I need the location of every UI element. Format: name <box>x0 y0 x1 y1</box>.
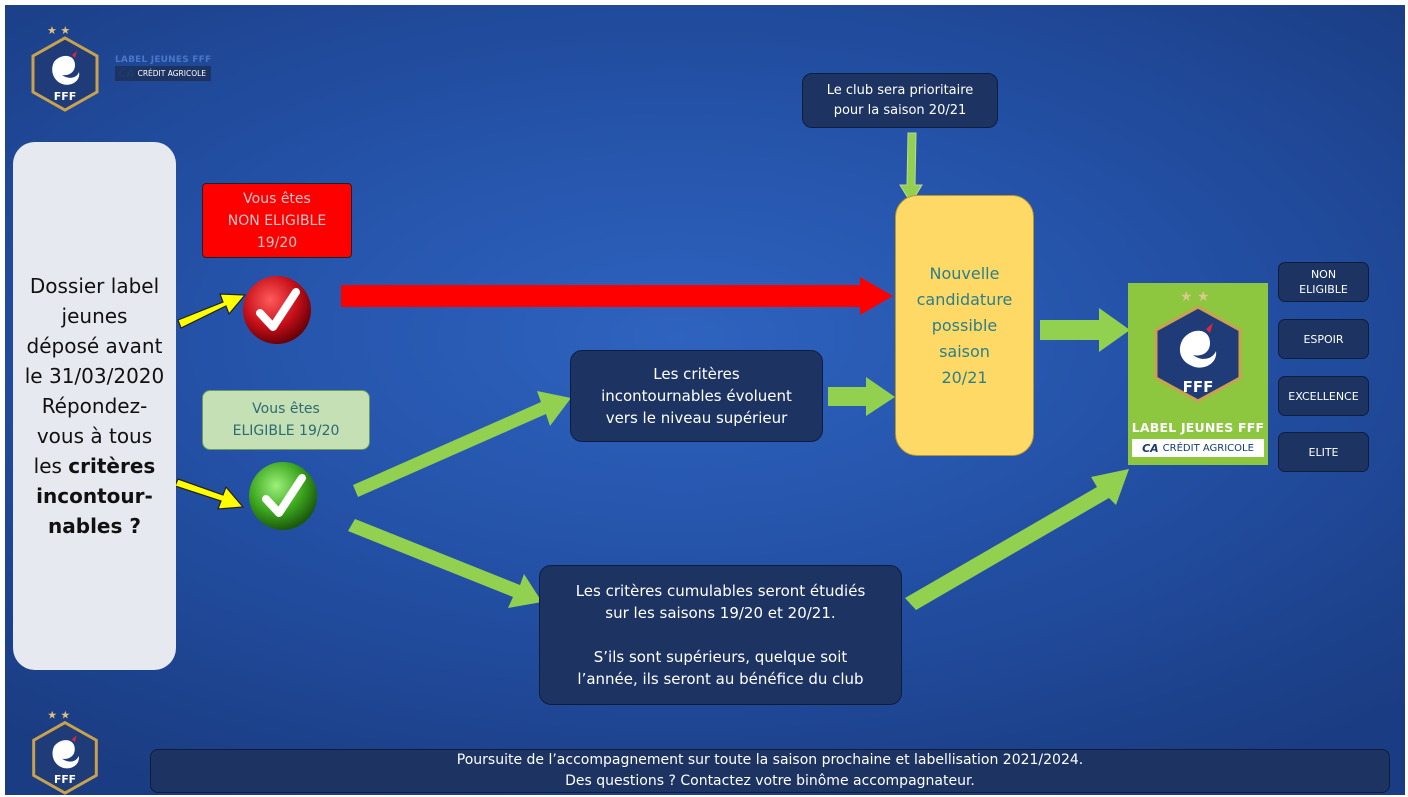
svg-text:★ ★: ★ ★ <box>47 24 70 37</box>
green-arrow-label <box>1040 308 1130 352</box>
yellow-arrow-top <box>177 293 247 329</box>
eligible-box: Vous êtes ELIGIBLE 19/20 <box>202 390 370 450</box>
red-check-icon <box>243 276 311 344</box>
label-jeunes-logo: LABEL JEUNES FFF CA CRÉDIT AGRICOLE <box>115 55 212 81</box>
footer-banner: Poursuite de l’accompagnement sur toute … <box>150 749 1390 793</box>
ca-logo-icon: CA <box>1142 441 1159 455</box>
flow-arrows <box>174 132 1130 610</box>
credit-agricole-strip: CA CRÉDIT AGRICOLE <box>115 66 212 81</box>
club-priority-box: Le club sera prioritaire pour la saison … <box>802 73 998 128</box>
fff-logo-top-icon: ★ ★ FFF <box>31 24 99 112</box>
slide: ★ ★ FFF LABEL JEUNES FFF CA CRÉDIT AGRIC… <box>5 5 1405 795</box>
yellow-arrow-bottom <box>174 478 245 510</box>
green-arrow-club <box>899 132 923 204</box>
svg-text:★ ★: ★ ★ <box>47 709 70 722</box>
svg-text:FFF: FFF <box>54 90 77 103</box>
dossier-text-bold: critères incontour-nables ? <box>36 454 156 538</box>
level-elite: ELITE <box>1278 432 1369 472</box>
new-application-box: Nouvelle candidature possible saison 20/… <box>895 195 1034 456</box>
red-arrow <box>341 277 893 315</box>
dossier-question-box: Dossier label jeunes déposé avant le 31/… <box>13 142 176 670</box>
cumulative-criteria-box: Les critères cumulables seront étudiés s… <box>539 565 902 705</box>
svg-text:FFF: FFF <box>54 773 76 786</box>
dossier-text: Dossier label jeunes déposé avant le 31/… <box>24 274 165 478</box>
label-card-sponsor: CA CRÉDIT AGRICOLE <box>1132 439 1264 457</box>
level-espoir: ESPOIR <box>1278 319 1369 359</box>
label-jeunes-text: LABEL JEUNES FFF <box>115 55 212 65</box>
green-arrow-down <box>348 519 542 608</box>
green-check-icon <box>249 462 317 530</box>
fff-crest-icon: ★ ★ FFF <box>1154 289 1242 403</box>
svg-text:FFF: FFF <box>1183 378 1214 396</box>
green-arrow-up <box>353 391 571 497</box>
ca-logo-icon: CA <box>118 67 135 80</box>
svg-text:★ ★: ★ ★ <box>1180 289 1210 305</box>
green-arrow-evol <box>828 377 895 416</box>
level-non-eligible: NON ELIGIBLE <box>1278 262 1369 302</box>
label-jeunes-card: ★ ★ FFF LABEL JEUNES FFF CA CRÉDIT AGRIC… <box>1128 283 1268 465</box>
criteria-evolve-box: Les critères incontournables évoluent ve… <box>570 350 823 442</box>
label-card-title: LABEL JEUNES FFF <box>1131 420 1265 435</box>
fff-logo-bottom-icon: ★ ★ FFF <box>32 709 98 795</box>
level-excellence: EXCELLENCE <box>1278 376 1369 416</box>
green-arrow-cumul <box>905 469 1129 610</box>
non-eligible-box: Vous êtes NON ELIGIBLE 19/20 <box>202 183 352 258</box>
